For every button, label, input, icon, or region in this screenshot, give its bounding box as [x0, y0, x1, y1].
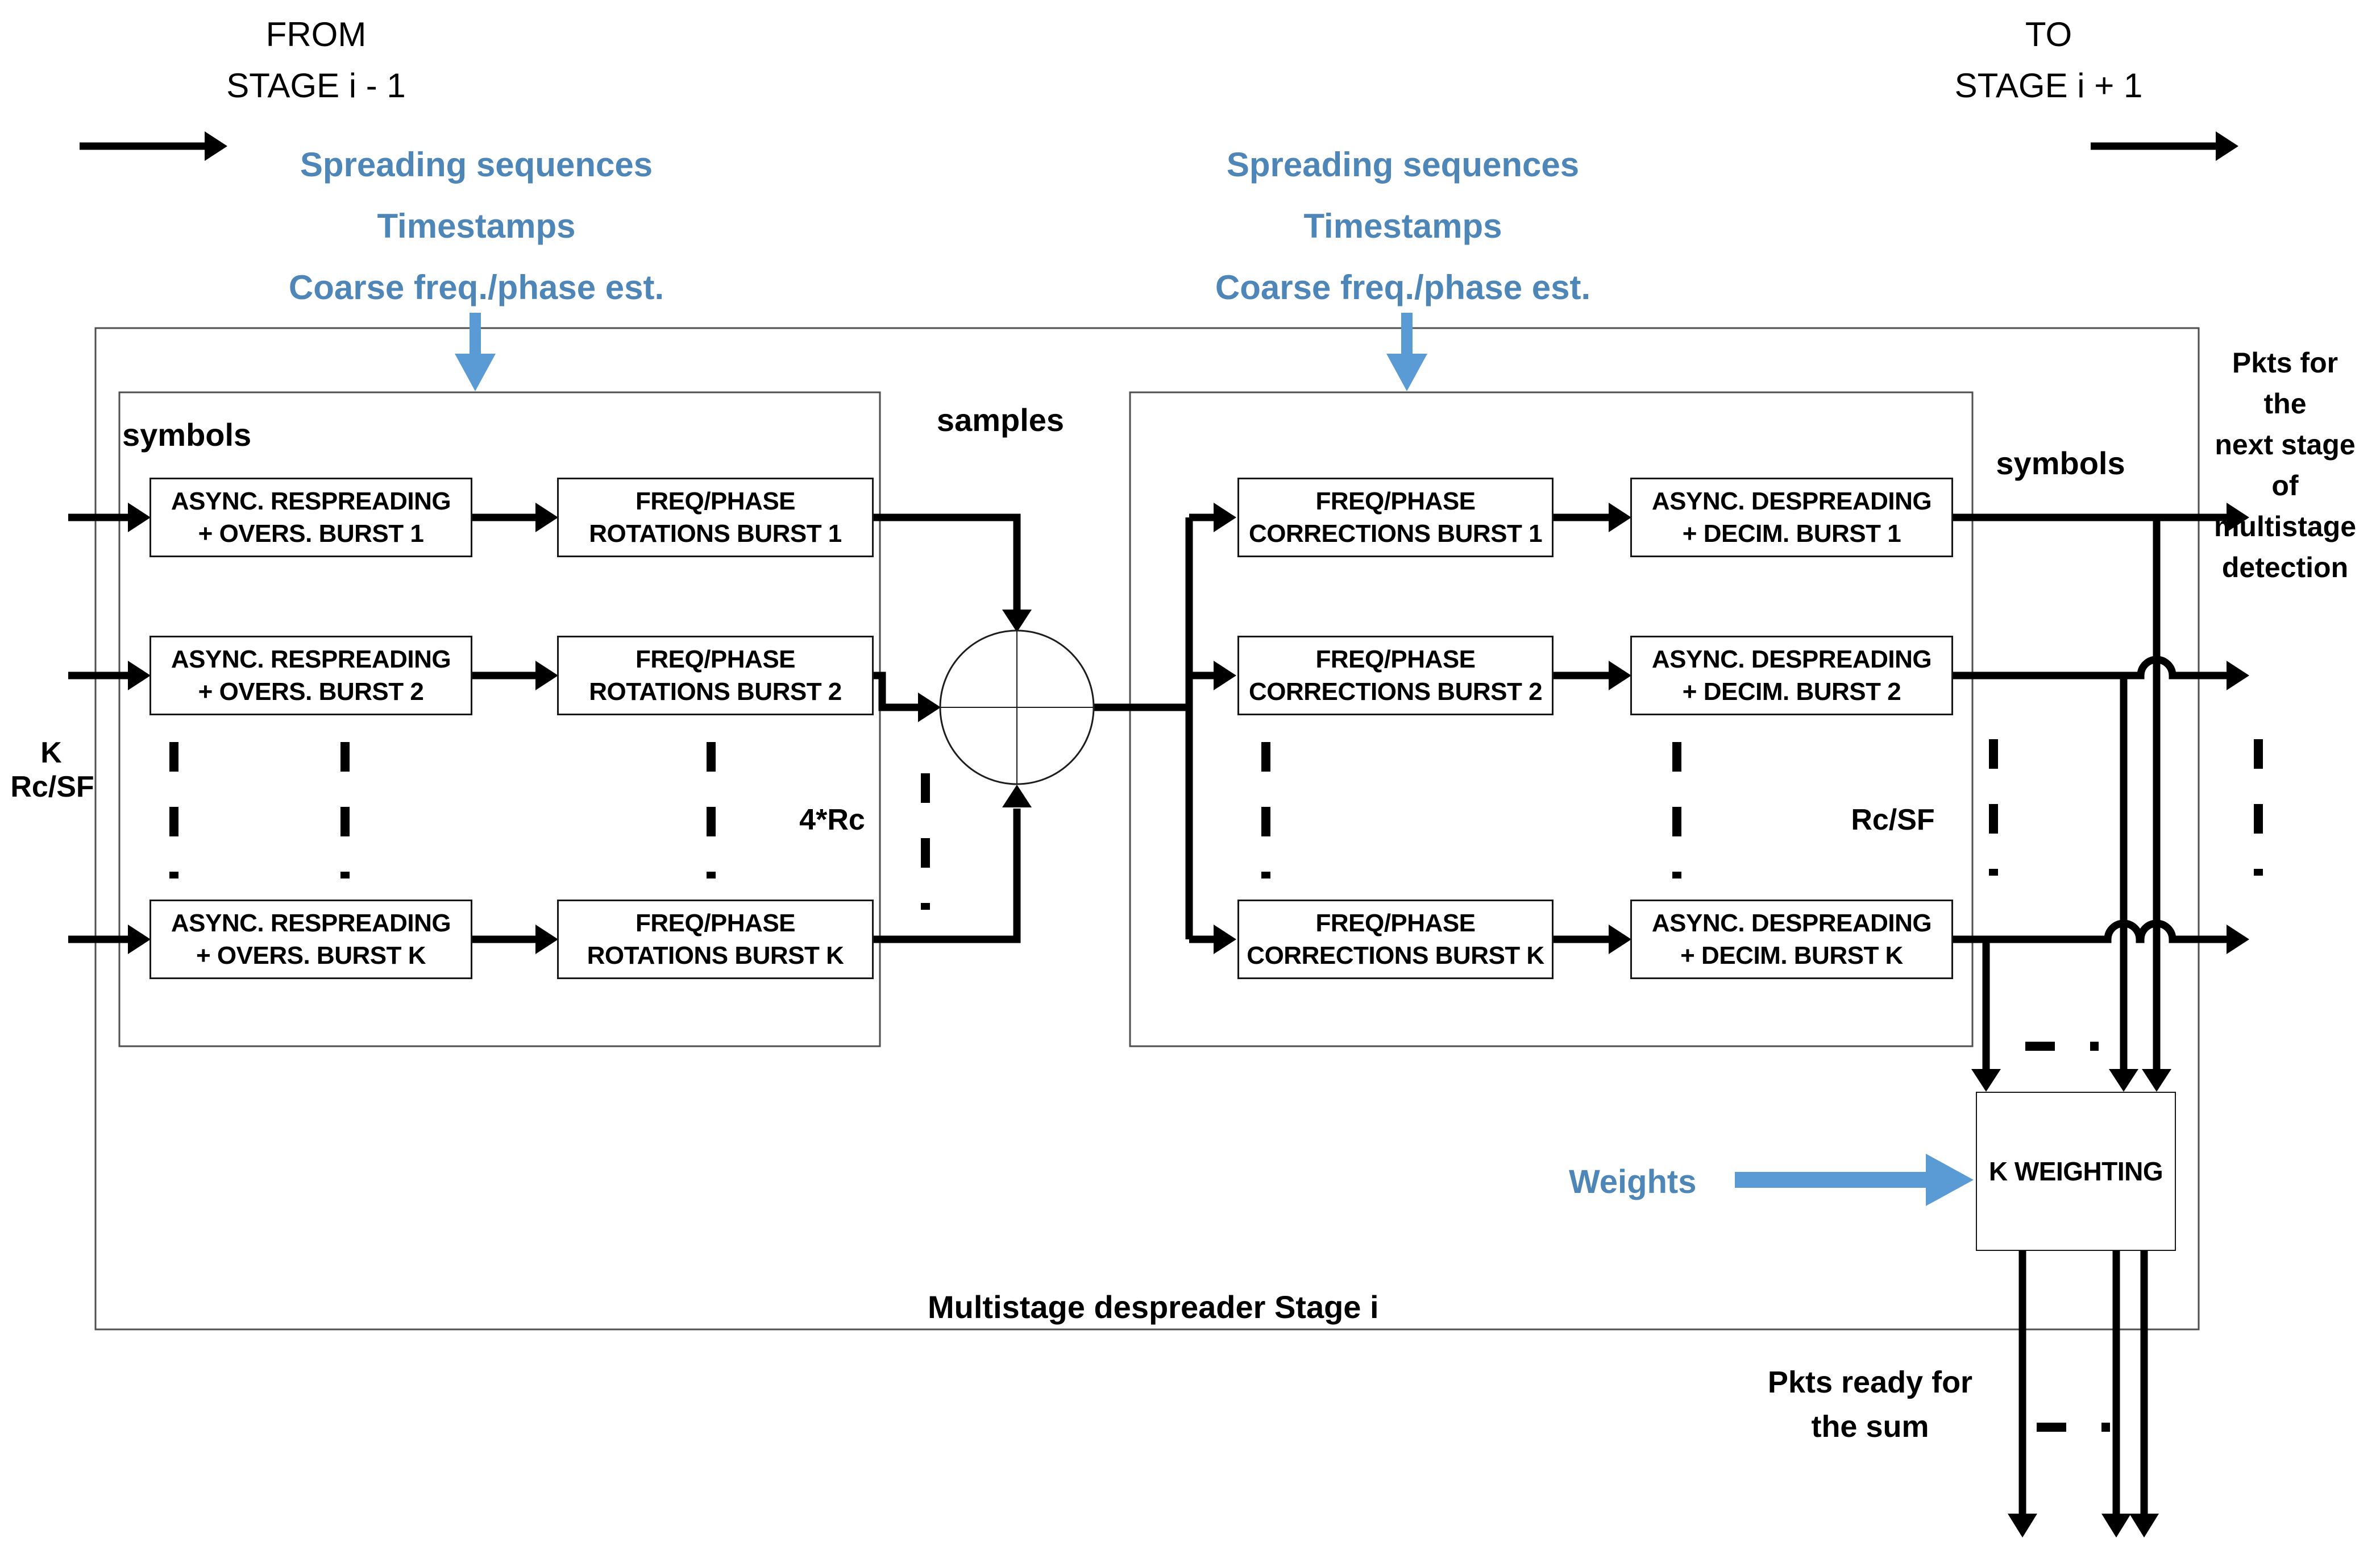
signal-lines: [68, 142, 2228, 1515]
rcsf-rate-label: Rc/SF: [1851, 803, 1935, 836]
stage-outer-rect: [94, 327, 2200, 1331]
symbols-out-arrowhead: [2227, 661, 2249, 690]
symbols-right-label: symbols: [1996, 445, 2125, 481]
arrowhead: [128, 503, 151, 532]
arrowhead: [535, 661, 558, 690]
arrowhead: [1609, 661, 1631, 690]
to-stage-label: TO STAGE i + 1: [1954, 15, 2143, 105]
stage-caption: Multistage despreader Stage i: [928, 1289, 1379, 1325]
spreading-info-arrowhead-right: [1386, 354, 1427, 391]
weighting-out-arrowhead: [2008, 1514, 2037, 1538]
corrections-burst2-box: FREQ/PHASE CORRECTIONS BURST 2: [1237, 636, 1554, 715]
symbols-out-arrowhead: [2227, 925, 2249, 954]
rotations-burstK-box: FREQ/PHASE ROTATIONS BURST K: [557, 900, 874, 979]
stage-rects: [94, 327, 2200, 1331]
spreading-info-label-right: Spreading sequences Timestamps Coarse fr…: [1215, 146, 1591, 306]
arrowhead: [1214, 661, 1236, 690]
rotationK-to-sum-line: [874, 809, 1021, 943]
ellipsis-dashes: [169, 739, 2263, 1432]
sum-junction-icon: [939, 629, 1095, 785]
input-rate-k-label: K: [40, 736, 62, 769]
samples-label: samples: [936, 402, 1065, 438]
arrowhead: [1609, 503, 1631, 532]
weighting-out-arrowhead: [2129, 1514, 2159, 1538]
arrowhead: [128, 925, 151, 954]
despreading-burst2-box: ASYNC. DESPREADING + DECIM. BURST 2: [1630, 636, 1953, 715]
weighting-in-arrowhead: [2109, 1069, 2138, 1092]
arrowhead: [1609, 925, 1631, 954]
pkts-ready-label: Pkts ready for the sum: [1767, 1365, 1973, 1444]
respreading-burst2-box: ASYNC. RESPREADING + OVERS. BURST 2: [149, 636, 472, 715]
rotations-burst2-box: FREQ/PHASE ROTATIONS BURST 2: [557, 636, 874, 715]
weighting-in-arrowhead: [1971, 1069, 2001, 1092]
corrections-burst1-box: FREQ/PHASE CORRECTIONS BURST 1: [1237, 478, 1554, 557]
symbols-out-arrowhead: [2227, 503, 2249, 532]
to-stage-arrowhead: [2216, 131, 2238, 161]
k-weighting-box: K WEIGHTING: [1976, 1092, 2176, 1251]
respreading-inner-rect: [118, 391, 881, 1047]
weights-label: Weights: [1569, 1163, 1697, 1200]
symbols-left-label: symbols: [122, 417, 252, 453]
spreading-info-arrowhead-left: [455, 354, 496, 391]
sum-in-top-arrowhead: [1002, 610, 1032, 632]
despreading-burst1-box: ASYNC. DESPREADING + DECIM. BURST 1: [1630, 478, 1953, 557]
sum-in-left-arrowhead: [918, 693, 941, 722]
spreading-info-label-left: Spreading sequences Timestamps Coarse fr…: [288, 146, 664, 306]
sum-in-bottom-arrowhead: [1002, 785, 1032, 807]
pkts-next-stage-label: Pkts for the next stage of multistage de…: [2213, 347, 2357, 583]
weights-arrowhead: [1926, 1154, 1974, 1206]
input-rate-rcsf-label: Rc/SF: [10, 770, 94, 803]
arrowhead: [535, 503, 558, 532]
weighting-in-arrowhead: [2142, 1069, 2171, 1092]
blue-arrows: [455, 313, 1974, 1206]
arrowhead: [535, 925, 558, 954]
symbols-outK-line: [1953, 919, 2228, 943]
weighting-out-arrowhead: [2101, 1514, 2131, 1538]
from-stage-label: FROM STAGE i - 1: [226, 15, 406, 105]
arrowhead: [1214, 925, 1236, 954]
despreading-inner-rect: [1129, 391, 1974, 1047]
arrowheads: [128, 131, 2249, 1538]
arrowhead: [1214, 503, 1236, 532]
rotations-burst1-box: FREQ/PHASE ROTATIONS BURST 1: [557, 478, 874, 557]
four-rc-rate-label: 4*Rc: [799, 803, 865, 836]
respreading-burst1-box: ASYNC. RESPREADING + OVERS. BURST 1: [149, 478, 472, 557]
rotation1-to-sum-line: [874, 513, 1021, 612]
respreading-burstK-box: ASYNC. RESPREADING + OVERS. BURST K: [149, 900, 472, 979]
corrections-burstK-box: FREQ/PHASE CORRECTIONS BURST K: [1237, 900, 1554, 979]
symbols-out2-line: [1953, 656, 2228, 679]
rotation2-to-sum-line: [874, 672, 920, 711]
arrowhead: [128, 661, 151, 690]
from-stage-arrowhead: [205, 131, 227, 161]
despreading-burstK-box: ASYNC. DESPREADING + DECIM. BURST K: [1630, 900, 1953, 979]
